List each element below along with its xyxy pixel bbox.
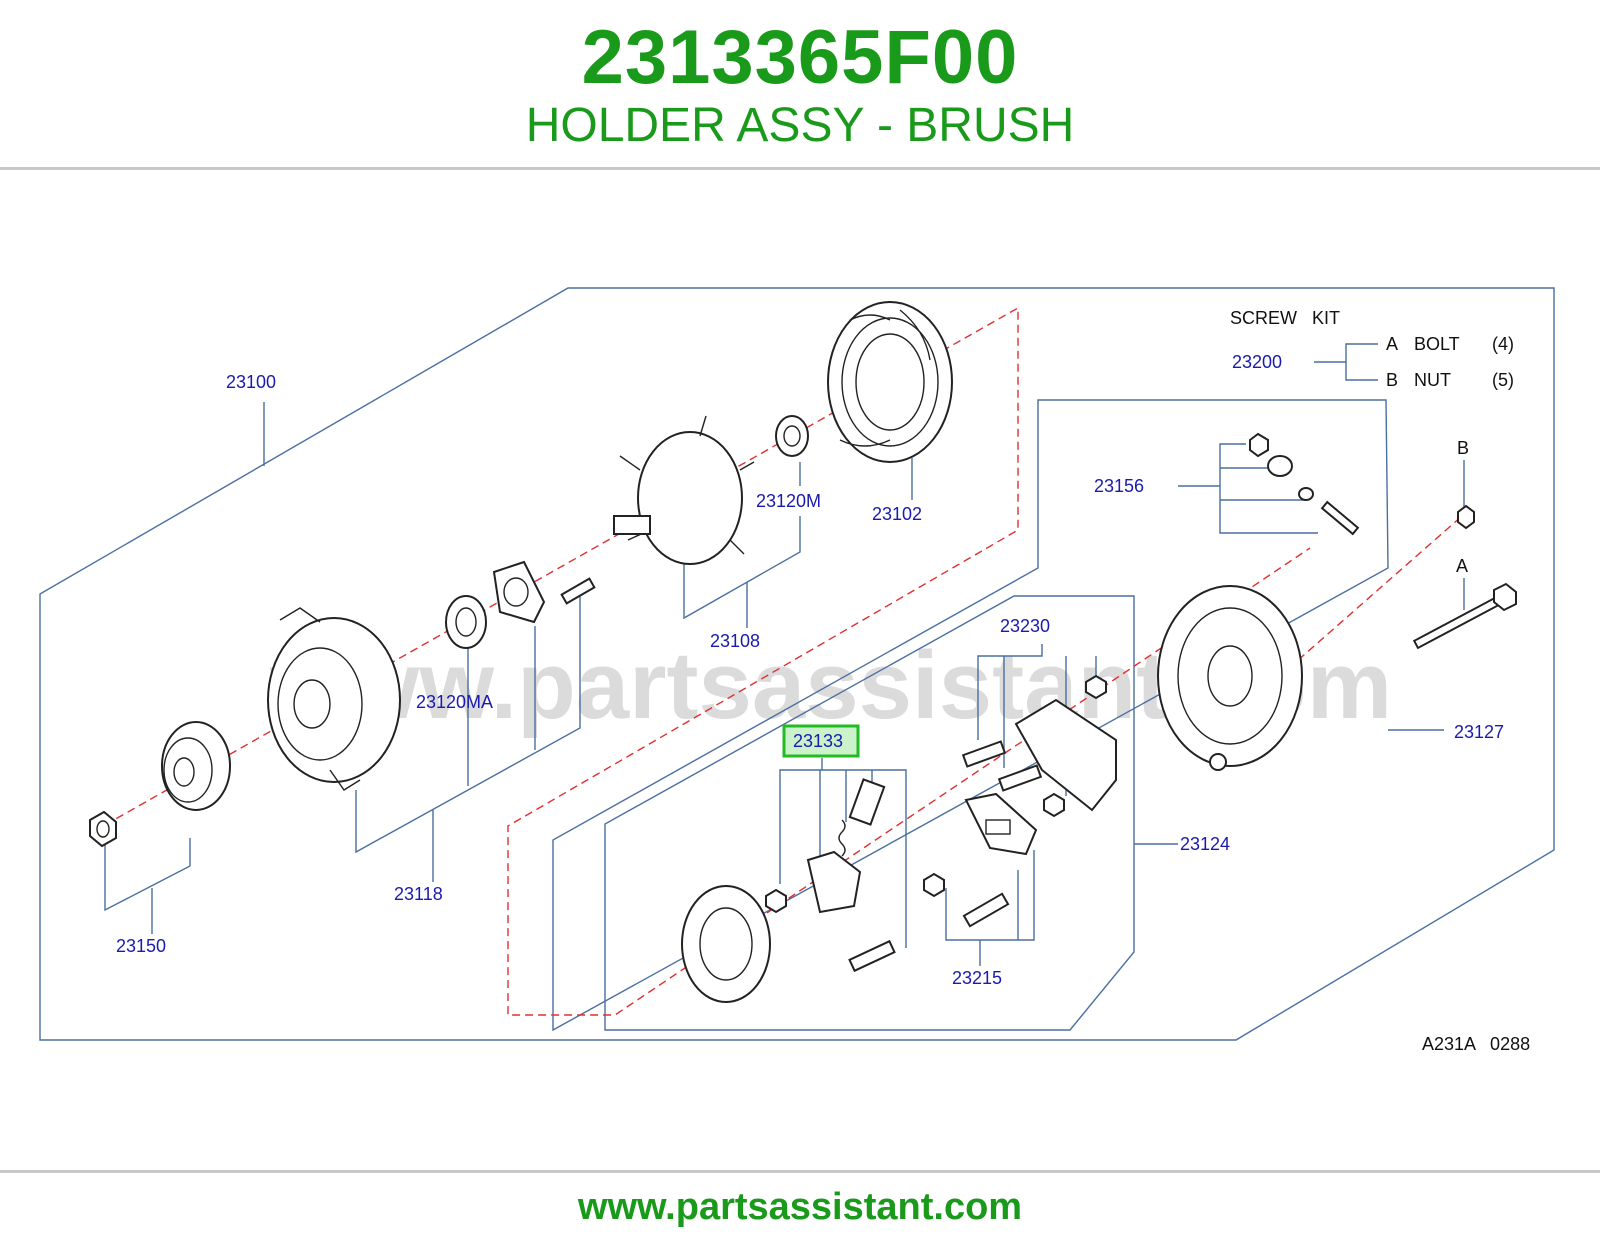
rotor-23108-drawing [613, 415, 755, 565]
footer-website-link[interactable]: www.partsassistant.com [577, 1186, 1023, 1228]
marker-b: B [1457, 438, 1469, 458]
marker-a: A [1456, 556, 1468, 576]
assembly-frame-23127 [552, 399, 1389, 1032]
screw-front-drawing [560, 577, 596, 605]
kit-item-b-name: NUT [1414, 370, 1451, 390]
pulley-nut-drawing [89, 810, 117, 848]
kit-item-a-name: BOLT [1414, 334, 1460, 354]
callout-23230[interactable]: 23230 [1000, 616, 1050, 636]
front-housing-23118-drawing [267, 607, 401, 791]
header-divider [0, 167, 1600, 170]
callout-23118[interactable]: 23118 [394, 884, 443, 904]
callout-23124[interactable]: 23124 [1180, 834, 1230, 854]
screw-kit-legend: SCREW KIT 23200 A BOLT (4) B NUT (5) [1230, 308, 1514, 390]
bolt-a-drawing [1412, 582, 1517, 650]
nut-b-drawing [1457, 504, 1475, 530]
callout-23127[interactable]: 23127 [1454, 722, 1504, 742]
callout-23120m[interactable]: 23120M [756, 491, 821, 511]
highlight-box-23133 [782, 724, 860, 758]
part-number-title: 2313365F00 [581, 15, 1019, 100]
page-header: 2313365F00 HOLDER ASSY - BRUSH [0, 0, 1600, 168]
callout-23108[interactable]: 23108 [710, 631, 760, 651]
screw-kit-title: SCREW KIT [1230, 308, 1340, 328]
pulley-drawing [161, 721, 231, 811]
callout-23150[interactable]: 23150 [116, 936, 166, 956]
callout-23200[interactable]: 23200 [1232, 352, 1282, 372]
brush-holder-23133-drawing [806, 778, 886, 914]
regulator-23215-drawing [923, 792, 1038, 928]
stator-23102-drawing [827, 301, 953, 463]
callout-23133[interactable]: 23133 [793, 731, 843, 751]
callout-23215[interactable]: 23215 [952, 968, 1002, 988]
kit-item-a-letter: A [1386, 334, 1398, 354]
part-description: HOLDER ASSY - BRUSH [525, 99, 1075, 152]
kit-item-a-qty: (4) [1492, 334, 1514, 354]
rear-cover-drawing [681, 885, 771, 1003]
bearing-23120m-drawing [775, 415, 809, 457]
callout-23100[interactable]: 23100 [226, 372, 276, 392]
assembly-frame-23124 [604, 595, 1135, 1031]
diagram-code: A231A 0288 [1422, 1034, 1530, 1054]
assembly-frame-23100 [39, 287, 1555, 1041]
kit-item-b-letter: B [1386, 370, 1398, 390]
retainer-plate-drawing [492, 560, 546, 624]
callout-23156[interactable]: 23156 [1094, 476, 1144, 496]
screws-23133-drawing [765, 888, 896, 973]
kit-23156-drawing [1249, 432, 1360, 536]
bearing-23120ma-drawing [445, 595, 487, 649]
rectifier-23230-drawing [961, 674, 1117, 818]
callout-23120ma[interactable]: 23120MA [416, 692, 493, 712]
callout-23102[interactable]: 23102 [872, 504, 922, 524]
rear-housing-23127-drawing [1157, 585, 1303, 771]
kit-item-b-qty: (5) [1492, 370, 1514, 390]
footer-divider [0, 1170, 1600, 1173]
axis-line-main [104, 306, 1311, 1016]
